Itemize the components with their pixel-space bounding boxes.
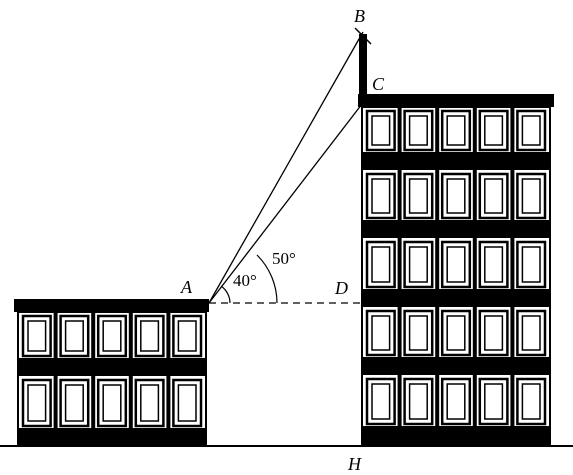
window-pier — [397, 238, 402, 289]
window-pane — [521, 115, 541, 146]
window-pier — [472, 238, 477, 289]
window-pane — [27, 320, 47, 352]
left-building-floor-band — [18, 358, 206, 376]
window-pier — [472, 375, 477, 426]
window-pane — [408, 115, 428, 146]
window-pier — [510, 170, 515, 220]
window-pier — [128, 312, 133, 358]
right-building-floor-band — [362, 357, 550, 375]
window-pane — [140, 384, 160, 422]
window-pier — [435, 170, 440, 220]
angle-arc-40 — [220, 285, 231, 304]
window-pane — [371, 115, 391, 146]
window-pane — [446, 315, 466, 351]
window-pier — [91, 312, 96, 358]
window-pane — [521, 246, 541, 283]
antenna-tip — [354, 27, 372, 45]
window-pier — [166, 376, 171, 428]
right-building-roof — [358, 94, 554, 107]
angle-label-50: 50° — [272, 249, 296, 268]
window-pane — [408, 178, 428, 214]
window-pier — [53, 312, 58, 358]
window-pane — [177, 320, 197, 352]
antenna-pole — [359, 34, 367, 96]
window-pane — [64, 384, 84, 422]
window-pier — [472, 307, 477, 357]
window-pier — [472, 170, 477, 220]
window-pane — [484, 115, 504, 146]
window-pane — [521, 315, 541, 351]
left-building-base-band — [18, 428, 206, 446]
window-pane — [408, 246, 428, 283]
window-pane — [102, 384, 122, 422]
window-pane — [177, 384, 197, 422]
window-pane — [521, 383, 541, 420]
angle-label-40: 40° — [233, 271, 257, 290]
right-building-base-band — [362, 426, 550, 446]
left-building-roof — [14, 299, 209, 312]
right-building — [354, 27, 554, 447]
window-pier — [435, 107, 440, 152]
point-label-D: D — [334, 278, 348, 298]
right-building-floor-band — [362, 220, 550, 238]
window-pier — [435, 238, 440, 289]
window-pier — [397, 307, 402, 357]
window-pane — [408, 315, 428, 351]
window-pane — [102, 320, 122, 352]
window-pane — [484, 383, 504, 420]
left-building-windows — [21, 312, 203, 428]
point-label-H: H — [347, 454, 362, 474]
window-pane — [371, 383, 391, 420]
point-label-B: B — [354, 6, 365, 26]
angle-arc-50 — [256, 254, 278, 304]
right-building-floor-band — [362, 289, 550, 307]
window-pier — [166, 312, 171, 358]
window-pane — [521, 178, 541, 214]
window-pier — [435, 307, 440, 357]
window-pane — [484, 315, 504, 351]
window-pane — [446, 115, 466, 146]
window-pane — [446, 383, 466, 420]
window-pier — [510, 238, 515, 289]
window-pier — [397, 170, 402, 220]
left-building — [14, 299, 209, 447]
window-pier — [435, 375, 440, 426]
window-pier — [510, 375, 515, 426]
window-pane — [371, 315, 391, 351]
window-pier — [510, 307, 515, 357]
window-pier — [397, 107, 402, 152]
window-pane — [484, 246, 504, 283]
window-pane — [408, 383, 428, 420]
window-pier — [397, 375, 402, 426]
sight-line-AB — [208, 31, 364, 304]
right-building-floor-band — [362, 152, 550, 170]
window-pane — [371, 178, 391, 214]
window-pier — [91, 376, 96, 428]
window-pier — [510, 107, 515, 152]
window-pane — [484, 178, 504, 214]
point-label-C: C — [372, 74, 385, 94]
window-pane — [140, 320, 160, 352]
window-pane — [27, 384, 47, 422]
sight-line-AC — [208, 103, 363, 304]
window-pane — [64, 320, 84, 352]
point-label-A: A — [180, 277, 193, 297]
window-pane — [446, 246, 466, 283]
window-pier — [472, 107, 477, 152]
window-pier — [53, 376, 58, 428]
right-building-windows — [365, 107, 547, 426]
window-pier — [128, 376, 133, 428]
window-pane — [371, 246, 391, 283]
window-pane — [446, 178, 466, 214]
